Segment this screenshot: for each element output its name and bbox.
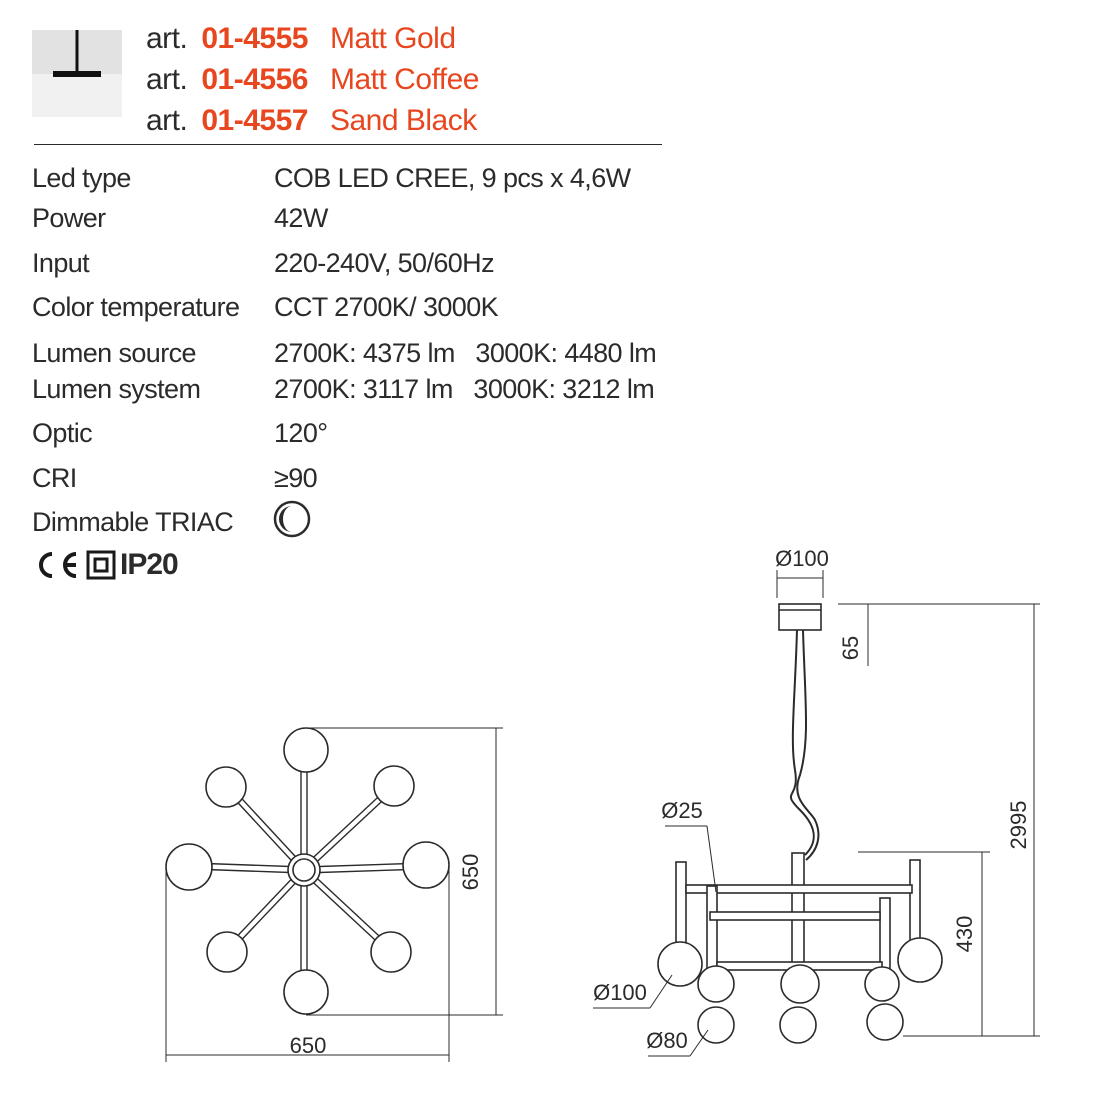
large-globe-diameter-label: Ø100 [593, 980, 647, 1005]
article-prefix: art. [146, 22, 188, 55]
double-insulation-icon [86, 550, 116, 580]
spec-value: 42W [274, 203, 328, 233]
article-code: 01-4556 [201, 63, 308, 96]
small-globe-diameter-label: Ø80 [646, 1028, 688, 1053]
top-height-label: 650 [458, 854, 483, 891]
article-finish: Sand Black [329, 104, 477, 137]
spec-value: 2700K: 4375 lm 3000K: 4480 lm [274, 338, 657, 368]
ip-rating: IP20 [120, 548, 179, 581]
spec-label: CRI [32, 463, 77, 493]
canopy-height-label: 65 [838, 636, 863, 660]
article-row: art. 01-4556 Matt Coffee [146, 63, 480, 97]
article-prefix: art. [146, 63, 188, 96]
spec-value: 2700K: 3117 lm 3000K: 3212 lm [274, 374, 655, 404]
side-view-drawing [593, 570, 1040, 1057]
article-code: 01-4557 [201, 104, 308, 137]
product-thumbnail [32, 30, 122, 117]
tube-diameter-label: Ø25 [661, 798, 703, 823]
spec-label: Lumen system [32, 374, 201, 404]
spec-value: 120° [274, 418, 328, 448]
total-height-label: 2995 [1006, 801, 1031, 850]
spec-value: COB LED CREE, 9 pcs x 4,6W [274, 163, 631, 193]
article-row: art. 01-4557 Sand Black [146, 104, 477, 138]
top-view-drawing [165, 727, 503, 1062]
spec-label: Optic [32, 418, 93, 448]
header-divider [34, 144, 662, 145]
spec-label: Input [32, 248, 90, 278]
spec-label: Lumen source [32, 338, 197, 368]
spec-label: Led type [32, 163, 131, 193]
certification-marks: IP20 [32, 548, 179, 582]
ce-mark-icon [39, 552, 77, 578]
top-width-label: 650 [290, 1033, 327, 1058]
spec-value: CCT 2700K/ 3000K [274, 292, 499, 322]
spec-value: 220-240V, 50/60Hz [274, 248, 495, 278]
spec-label: Power [32, 203, 106, 233]
article-prefix: art. [146, 104, 188, 137]
spec-label: Color temperature [32, 292, 240, 322]
article-finish: Matt Coffee [329, 63, 480, 96]
article-row: art. 01-4555 Matt Gold [146, 22, 456, 56]
canopy-diameter-label: Ø100 [775, 546, 829, 571]
dimmable-icon [273, 500, 311, 538]
spec-value: ≥90 [274, 463, 318, 493]
spec-label: Dimmable TRIAC [32, 507, 234, 537]
body-height-label: 430 [952, 916, 977, 953]
article-code: 01-4555 [201, 22, 308, 55]
article-finish: Matt Gold [329, 22, 456, 55]
